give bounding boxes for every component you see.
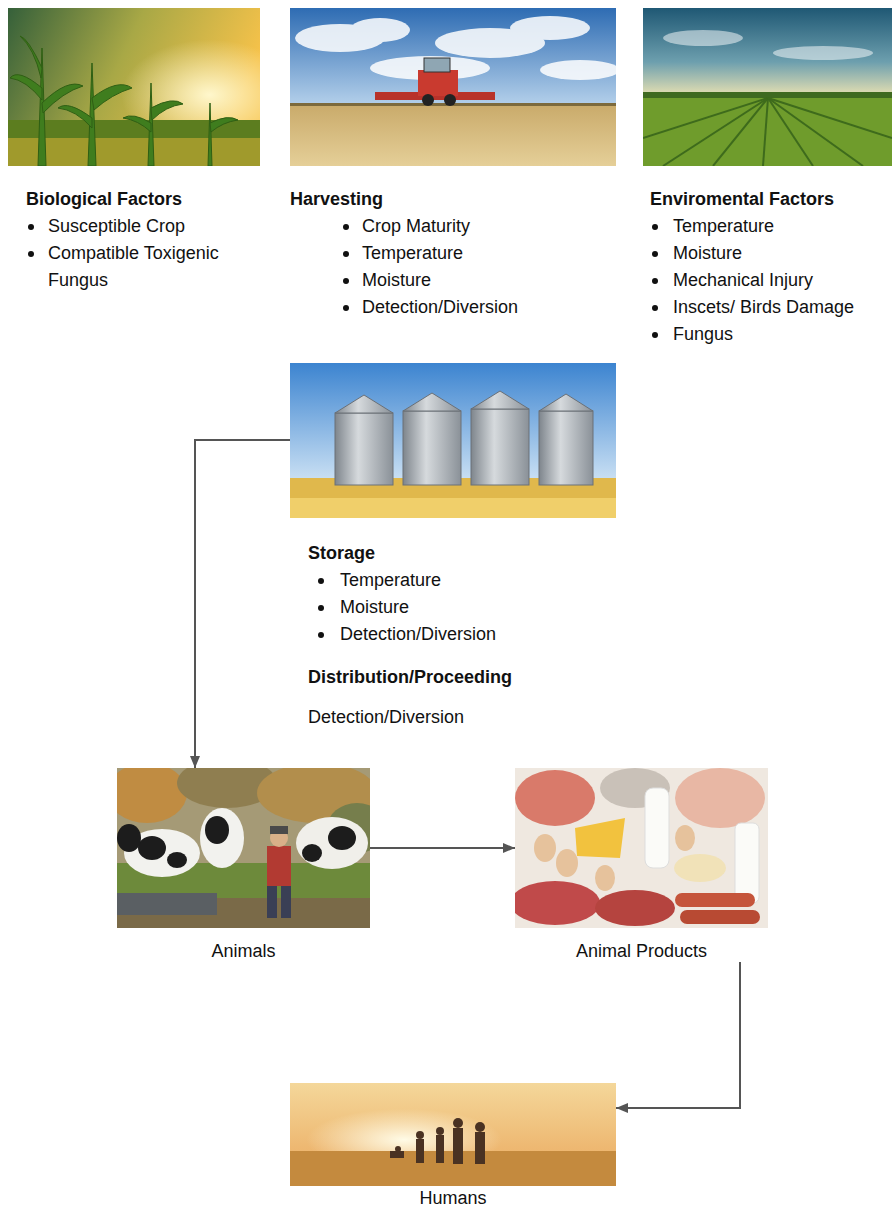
bullet-item: Temperature <box>673 213 892 240</box>
bullet-item: Detection/Diversion <box>362 294 616 321</box>
harvest-photo <box>290 8 616 166</box>
bullet-dot <box>318 578 324 584</box>
bullet-dot <box>28 224 34 230</box>
flow-arrow <box>195 440 290 768</box>
bullet-item: Susceptible Crop <box>48 213 260 240</box>
field-photo <box>643 8 892 166</box>
bullet-text: Mechanical Injury <box>673 267 888 294</box>
bullet-item: Detection/Diversion <box>340 621 616 648</box>
photo-frame <box>643 8 892 166</box>
bullet-text: Inscets/ Birds Damage <box>673 294 888 321</box>
photo-frame <box>290 8 616 166</box>
photo-panel: Animals <box>117 768 370 962</box>
flow-arrow <box>370 847 515 849</box>
photo-frame <box>290 1083 616 1186</box>
cows-photo <box>117 768 370 928</box>
bullet-dot <box>28 251 34 257</box>
bullet-dot <box>343 224 349 230</box>
photo-panel: StorageTemperatureMoistureDetection/Dive… <box>290 363 616 731</box>
bullet-item: Moisture <box>362 267 616 294</box>
photo-panel: Biological FactorsSusceptible CropCompat… <box>8 8 260 294</box>
photo-caption: Animal Products <box>515 940 768 962</box>
bullet-item: Inscets/ Birds Damage <box>673 294 892 321</box>
bullet-item: Mechanical Injury <box>673 267 892 294</box>
bullet-text: Detection/Diversion <box>362 294 612 321</box>
bullet-text: Moisture <box>340 594 610 621</box>
bullet-text: Compatible Toxigenic Fungus <box>48 240 223 294</box>
bullet-text: Crop Maturity <box>362 213 612 240</box>
section-heading: Harvesting <box>290 186 616 213</box>
bullet-text: Moisture <box>673 240 888 267</box>
family-photo <box>290 1083 616 1186</box>
photo-frame <box>290 363 616 518</box>
bullet-dot <box>318 605 324 611</box>
corn-photo <box>8 8 260 166</box>
bullet-text: Temperature <box>362 240 612 267</box>
photo-frame <box>117 768 370 928</box>
bullet-item: Fungus <box>673 321 892 348</box>
photo-frame <box>8 8 260 166</box>
photo-caption: Animals <box>117 940 370 962</box>
photo-frame <box>515 768 768 928</box>
bullet-item: Moisture <box>340 594 616 621</box>
bullet-item: Crop Maturity <box>362 213 616 240</box>
section-heading: Distribution/Proceeding <box>308 664 616 691</box>
bullet-dot <box>652 224 658 230</box>
photo-panel: Enviromental FactorsTemperatureMoistureM… <box>643 8 892 348</box>
photo-panel: Animal Products <box>515 768 768 962</box>
bullet-text: Fungus <box>673 321 888 348</box>
food-photo <box>515 768 768 928</box>
bullet-dot <box>652 251 658 257</box>
section-heading: Enviromental Factors <box>650 186 892 213</box>
section-text: Detection/Diversion <box>308 704 616 731</box>
bullet-item: Temperature <box>340 567 616 594</box>
bullet-dot <box>343 251 349 257</box>
section-heading: Biological Factors <box>26 186 260 213</box>
photo-panel: Humans <box>290 1083 616 1208</box>
bullet-item: Compatible Toxigenic Fungus <box>48 240 260 294</box>
section-heading: Storage <box>308 540 616 567</box>
bullet-text: Temperature <box>340 567 610 594</box>
bullet-text: Susceptible Crop <box>48 213 223 240</box>
bullet-dot <box>343 278 349 284</box>
photo-panel: HarvestingCrop MaturityTemperatureMoistu… <box>290 8 616 321</box>
bullet-item: Temperature <box>362 240 616 267</box>
bullet-item: Moisture <box>673 240 892 267</box>
bullet-text: Detection/Diversion <box>340 621 610 648</box>
bullet-dot <box>343 305 349 311</box>
bullet-dot <box>318 632 324 638</box>
silo-photo <box>290 363 616 518</box>
photo-caption: Humans <box>290 1188 616 1208</box>
flow-arrow <box>616 962 740 1108</box>
bullet-text: Moisture <box>362 267 612 294</box>
bullet-dot <box>652 278 658 284</box>
bullet-dot <box>652 332 658 338</box>
bullet-text: Temperature <box>673 213 888 240</box>
bullet-dot <box>652 305 658 311</box>
